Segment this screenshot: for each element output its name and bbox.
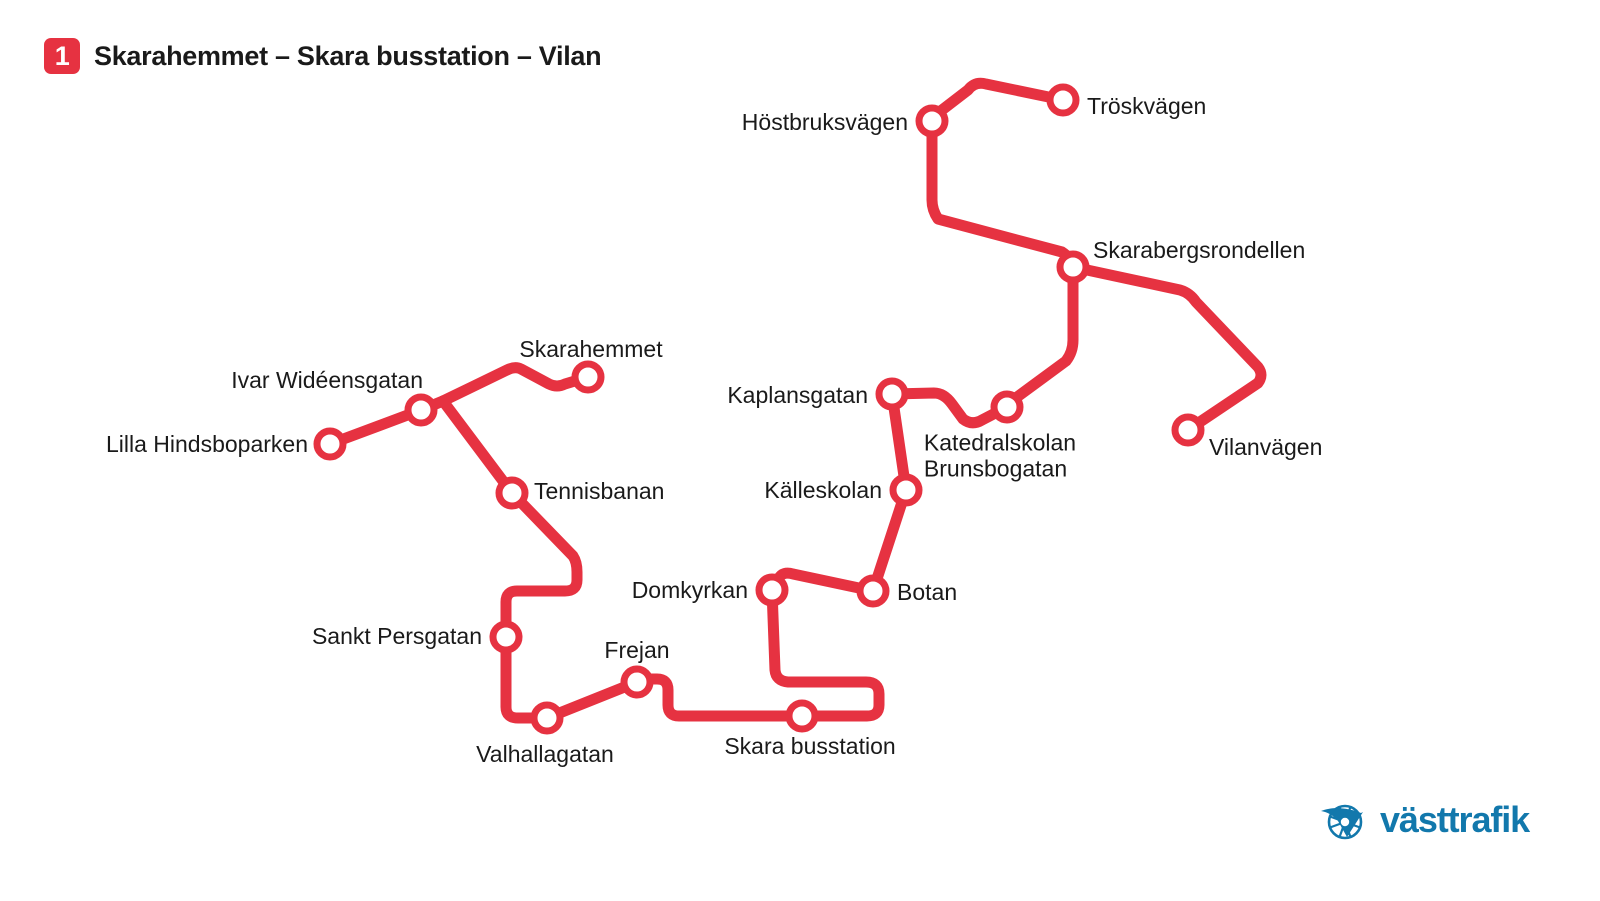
- stop-name: Domkyrkan: [631, 577, 748, 604]
- stop-name: Källeskolan: [764, 477, 882, 504]
- stop-name: Frejan: [604, 637, 670, 664]
- stop-label-vilanvagen: Vilanvägen: [1209, 434, 1323, 461]
- line-number-text: 1: [54, 40, 70, 71]
- stop-name: Tennisbanan: [534, 478, 665, 505]
- stop-name: Valhallagatan: [476, 741, 614, 768]
- stop-marker-ivar-wideensgatan[interactable]: [404, 393, 438, 427]
- route-segment: [437, 362, 594, 407]
- brand-wordmark: västtrafik: [1380, 799, 1530, 840]
- page-title: Skarahemmet – Skara busstation – Vilan: [94, 40, 602, 71]
- stop-marker-valhallagatan[interactable]: [530, 701, 564, 735]
- stop-marker-domkyrkan[interactable]: [755, 573, 789, 607]
- compass-ring: [1327, 804, 1363, 840]
- compass-hub: [1340, 817, 1350, 827]
- stop-name: Höstbruksvägen: [741, 109, 908, 136]
- stop-name: Skarabergsrondellen: [1093, 237, 1306, 264]
- route-segment: [766, 584, 885, 722]
- stop-label-valhallagatan: Valhallagatan: [476, 741, 614, 768]
- stop-label-lilla-hindsboparken: Lilla Hindsboparken: [105, 431, 308, 458]
- stop-label-domkyrkan: Domkyrkan: [631, 577, 748, 604]
- stop-name: Ivar Widéensgatan: [231, 367, 423, 394]
- stop-marker-tennisbanan[interactable]: [495, 476, 529, 510]
- stop-marker-troskvagen[interactable]: [1046, 83, 1080, 117]
- stop-label-skara-busstation: Skara busstation: [724, 733, 896, 760]
- stop-marker-vilanvagen[interactable]: [1171, 413, 1205, 447]
- line-number-badge: 1: [44, 38, 80, 74]
- route-segment: [886, 387, 1013, 429]
- stop-name: Lilla Hindsboparken: [105, 431, 308, 458]
- stop-label-kaplansgatan: Kaplansgatan: [727, 382, 868, 409]
- route-header: 1 Skarahemmet – Skara busstation – Vilan: [44, 38, 602, 74]
- stop-label-botan: Botan: [897, 579, 958, 606]
- stop-marker-group: [313, 83, 1205, 735]
- stop-name: Tröskvägen: [1087, 93, 1207, 120]
- route-segment: [631, 673, 808, 722]
- route-segment: [437, 395, 518, 499]
- stop-marker-kalleskolan[interactable]: [889, 473, 923, 507]
- stop-marker-botan[interactable]: [856, 574, 890, 608]
- stop-marker-sankt-persgatan[interactable]: [489, 620, 523, 654]
- stop-label-tennisbanan: Tennisbanan: [534, 478, 665, 505]
- route-segment: [1001, 261, 1079, 413]
- stop-name: Vilanvägen: [1209, 434, 1323, 461]
- stop-name: Katedralskolan: [923, 429, 1077, 456]
- stop-label-kalleskolan: Källeskolan: [764, 477, 882, 504]
- stop-name: Skarahemmet: [519, 336, 663, 363]
- stop-marker-kaplansgatan[interactable]: [875, 377, 909, 411]
- stop-name: Botan: [897, 579, 958, 606]
- stop-marker-skara-busstation[interactable]: [785, 699, 819, 733]
- stop-label-sankt-persgatan: Sankt Persgatan: [311, 623, 482, 650]
- route-segment: [500, 631, 553, 724]
- stop-name: Kaplansgatan: [727, 382, 868, 409]
- stop-label-ivar-wideensgatan: Ivar Widéensgatan: [231, 367, 423, 394]
- stop-marker-hostbruksvagen[interactable]: [915, 104, 949, 138]
- route-segment: [1067, 261, 1267, 436]
- stop-name: Sankt Persgatan: [311, 623, 482, 650]
- stop-label-skarabergsrondellen: Skarabergsrondellen: [1093, 237, 1306, 264]
- stop-label-troskvagen: Tröskvägen: [1087, 93, 1207, 120]
- stop-name-secondary: Brunsbogatan: [923, 455, 1068, 481]
- stop-marker-lilla-hindsboparken[interactable]: [313, 427, 347, 461]
- route-segment: [500, 487, 583, 643]
- stop-marker-frejan[interactable]: [620, 665, 654, 699]
- stop-marker-katedralskolan[interactable]: [990, 390, 1024, 424]
- stop-marker-skarahemmet[interactable]: [571, 360, 605, 394]
- vasttrafik-logo: västtrafik: [1319, 797, 1530, 843]
- stop-marker-skarabergsrondellen[interactable]: [1056, 250, 1090, 284]
- compass-checkmark-icon: [1321, 804, 1363, 840]
- stop-label-hostbruksvagen: Höstbruksvägen: [741, 109, 908, 136]
- stop-name: Skara busstation: [724, 733, 896, 760]
- stop-label-frejan: Frejan: [604, 637, 670, 664]
- stop-label-skarahemmet: Skarahemmet: [519, 336, 663, 363]
